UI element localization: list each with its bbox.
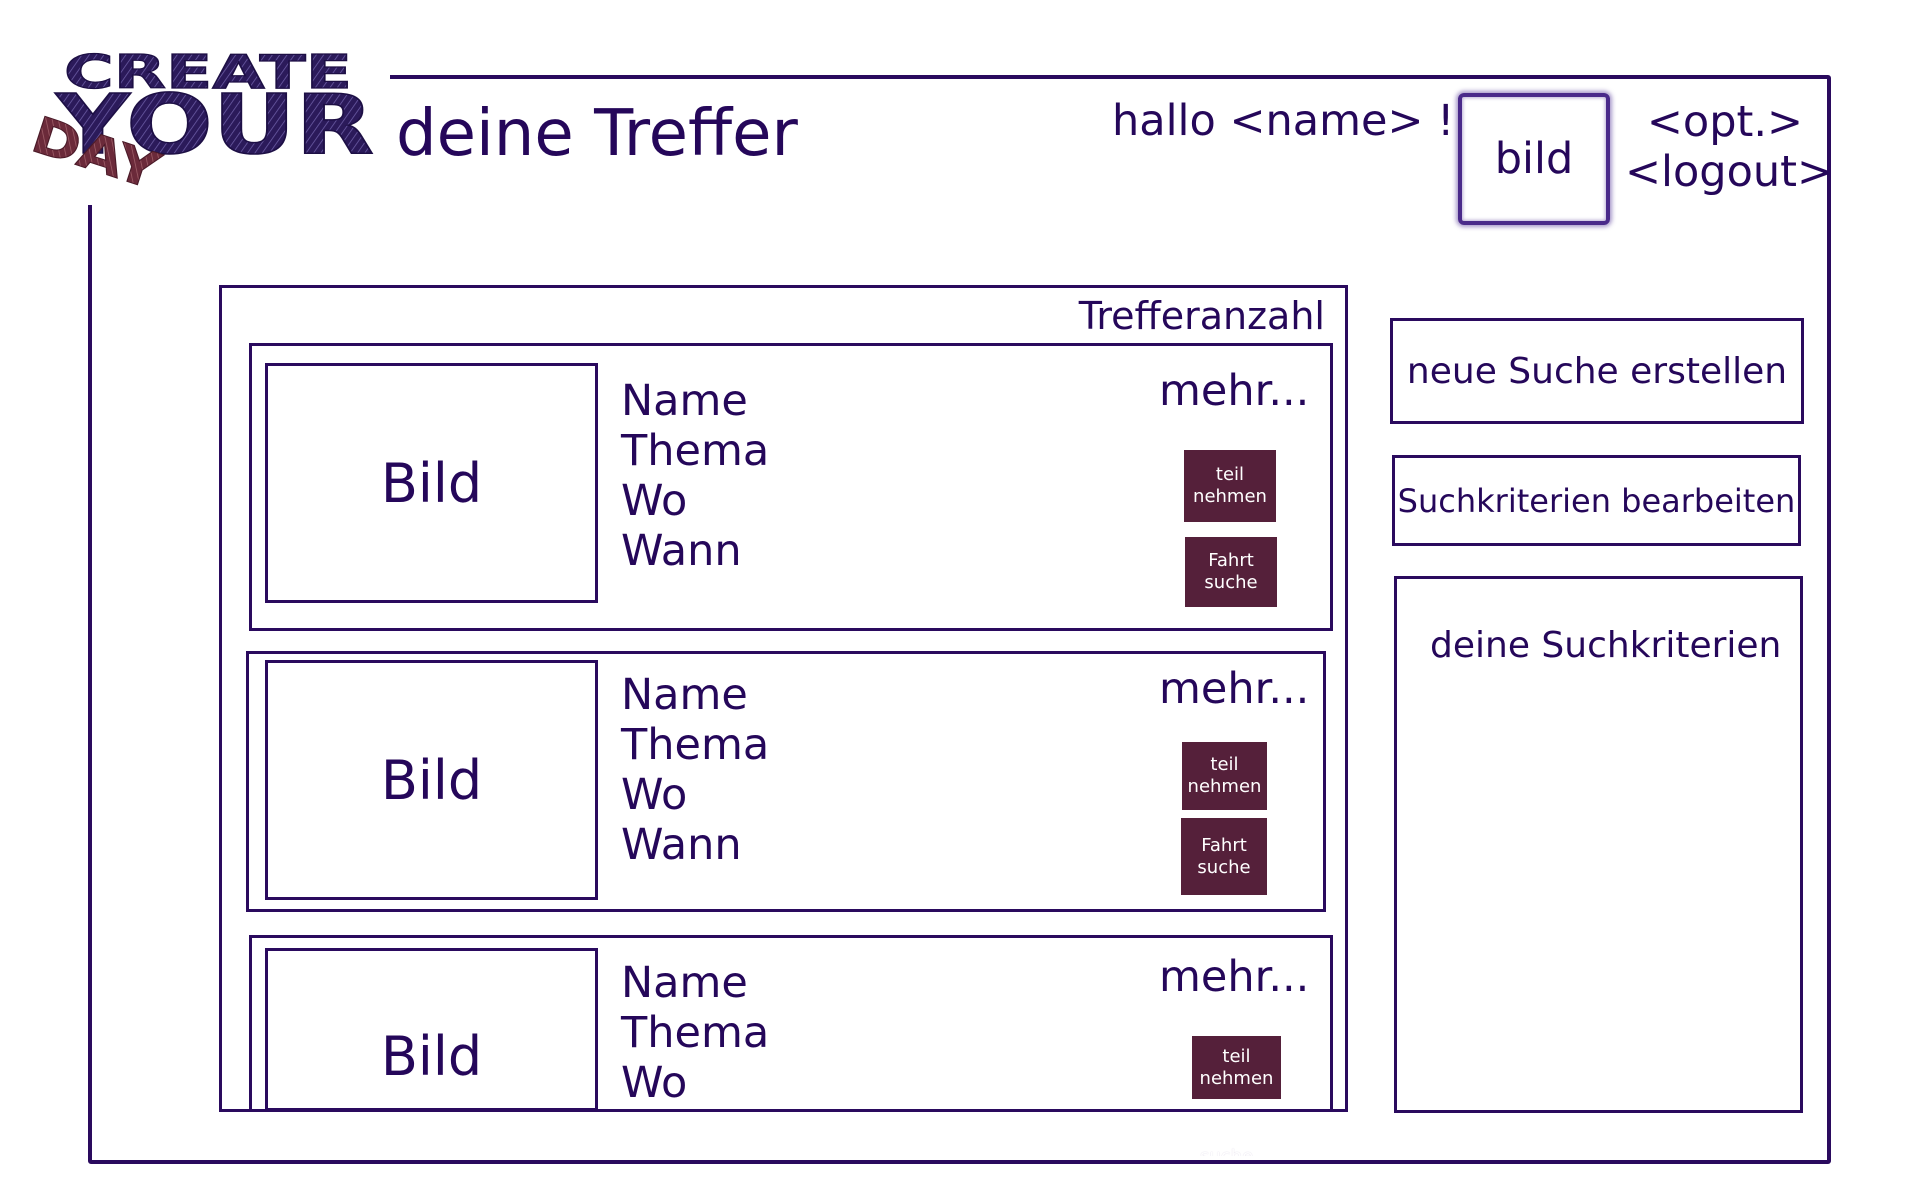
logo-line-your: YOUR (55, 78, 374, 173)
frame-gap (80, 55, 390, 205)
new-search-label: neue Suche erstellen (1406, 350, 1788, 392)
result-where: Wo (621, 770, 688, 820)
ride-label-1: Fahrt (1208, 550, 1254, 571)
ride-label-1: Fahrt (1201, 834, 1247, 856)
more-link[interactable]: mehr... (1159, 952, 1310, 1002)
logout-link[interactable]: <logout> (1625, 147, 1834, 197)
result-info: Name Thema Wo (621, 958, 769, 1108)
avatar[interactable]: bild (1458, 93, 1610, 225)
result-image-label: Bild (380, 451, 483, 515)
join-label-1: teil (1215, 464, 1245, 485)
criteria-title: deine Suchkriterien (1430, 625, 1782, 666)
user-menu: <opt.> <logout> (1625, 97, 1834, 197)
user-greeting: hallo <name> ! (1112, 96, 1455, 146)
result-image[interactable]: Bild (265, 948, 598, 1109)
more-link[interactable]: mehr... (1159, 664, 1310, 714)
result-topic: Thema (621, 1008, 770, 1058)
more-link[interactable]: mehr... (1159, 366, 1310, 416)
search-criteria-panel: deine Suchkriterien (1394, 576, 1803, 1113)
result-image-label: Bild (380, 748, 483, 812)
create-your-day-logo: CREATE YOUR DAY (20, 38, 380, 201)
result-where: Wo (621, 1058, 688, 1108)
results-panel: Trefferanzahl Bild Name Thema Wo Wann me… (219, 285, 1348, 1112)
edit-criteria-button[interactable]: Suchkriterien bearbeiten (1392, 455, 1801, 546)
result-info: Name Thema Wo Wann (621, 670, 769, 870)
join-label-2: nehmen (1193, 486, 1267, 507)
result-where: Wo (621, 476, 688, 526)
options-link[interactable]: <opt.> (1646, 97, 1804, 147)
hit-count: Trefferanzahl (1078, 294, 1325, 338)
result-topic: Thema (621, 426, 770, 476)
result-when: Wann (621, 820, 742, 870)
result-name: Name (621, 958, 748, 1008)
join-label-2: nehmen (1187, 776, 1262, 797)
result-name: Name (621, 670, 748, 720)
join-label-1: teil (1210, 754, 1239, 775)
result-topic: Thema (621, 720, 770, 770)
avatar-label: bild (1494, 134, 1574, 184)
result-image[interactable]: Bild (265, 363, 598, 603)
join-label-1: teil (1222, 1045, 1251, 1067)
join-label-2: nehmen (1199, 1067, 1274, 1089)
ride-label-2: suche (1204, 572, 1258, 593)
result-image-label: Bild (380, 1025, 483, 1088)
edit-criteria-label: Suchkriterien bearbeiten (1397, 481, 1796, 520)
hidden-ride-label: suche (1200, 1146, 1253, 1156)
result-image[interactable]: Bild (265, 660, 598, 900)
page-title: deine Treffer (396, 97, 798, 171)
logo-line-create: CREATE (64, 45, 352, 99)
result-when: Wann (621, 526, 742, 576)
ride-label-2: suche (1197, 856, 1251, 878)
new-search-button[interactable]: neue Suche erstellen (1390, 318, 1804, 424)
result-name: Name (621, 376, 748, 426)
result-info: Name Thema Wo Wann (621, 376, 769, 576)
main-frame (88, 75, 1831, 1164)
